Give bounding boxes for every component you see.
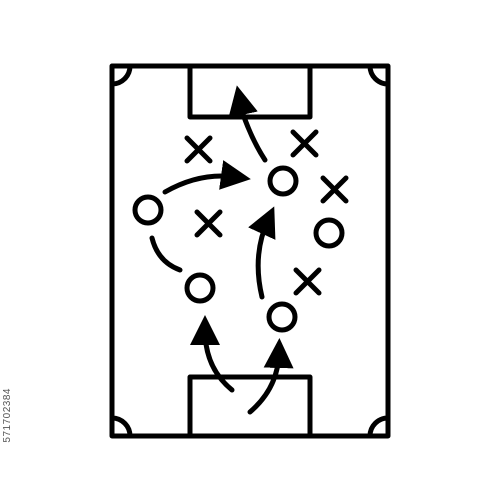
bottom-goal-box: [187, 374, 313, 439]
corner-arc-top-right: [367, 63, 391, 87]
opponent-cross-2: [290, 129, 319, 158]
player-circle-right: [313, 217, 345, 249]
pass-arrow-left-to-center: [162, 160, 251, 195]
player-circle-left: [132, 194, 164, 226]
opponent-cross-3: [320, 175, 349, 204]
player-circle-center: [267, 165, 299, 197]
run-path-left: [149, 235, 183, 273]
opponent-cross-5: [293, 267, 322, 296]
top-goal-box: [187, 63, 313, 120]
opponent-cross-1: [184, 135, 213, 164]
corner-arc-bottom-left: [109, 415, 133, 439]
run-arrow-from-bottom-right: [247, 338, 294, 415]
opponent-cross-4: [194, 209, 223, 238]
run-arrow-center-up: [248, 206, 276, 300]
stock-id-caption: 571702384: [2, 388, 13, 443]
run-arrow-from-bottom-left: [190, 315, 235, 393]
player-circle-lower-right: [266, 301, 298, 333]
pitch-outline: [109, 63, 391, 439]
corner-arc-bottom-right: [367, 415, 391, 439]
player-circle-lower-left: [184, 272, 216, 304]
run-arrow-to-top-goal: [228, 85, 268, 163]
corner-arc-top-left: [109, 63, 133, 87]
